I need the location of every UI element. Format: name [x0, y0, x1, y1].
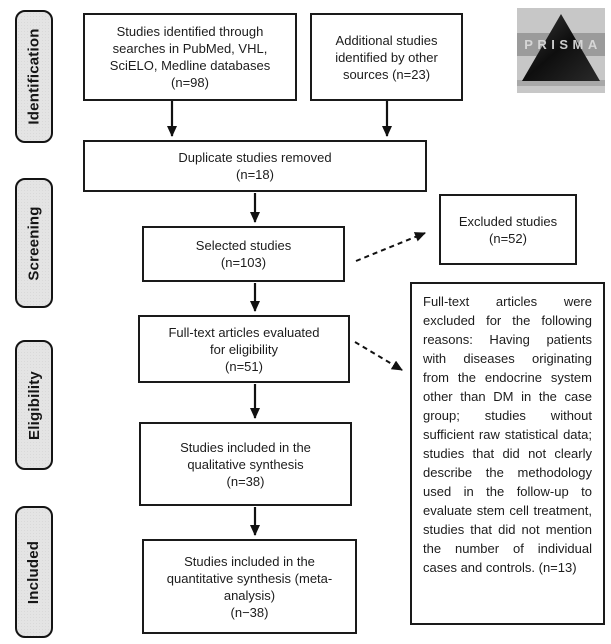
box-duplicates-removed-text: Duplicate studies removed (n=18) — [178, 150, 332, 182]
prisma-logo-text: PRISMA — [524, 37, 602, 52]
box-additional-studies: Additional studies identified by other s… — [310, 13, 463, 101]
arrow-fulltext-to-reasons-dashed — [354, 341, 403, 371]
box-excluded-studies: Excluded studies (n=52) — [439, 194, 577, 265]
arrow-selected-to-excluded-dashed — [355, 232, 426, 262]
stage-included: Included — [15, 506, 53, 638]
box-quantitative-synthesis: Studies included in the quantitative syn… — [142, 539, 357, 634]
stage-eligibility: Eligibility — [15, 340, 53, 470]
box-exclusion-reasons: Full-text articles were excluded for the… — [410, 282, 605, 625]
box-studies-identified-text: Studies identified through searches in P… — [109, 24, 271, 90]
box-duplicates-removed: Duplicate studies removed (n=18) — [83, 140, 427, 192]
stage-screening-label: Screening — [25, 205, 43, 281]
prisma-logo-band-shadow — [517, 80, 605, 86]
box-studies-identified: Studies identified through searches in P… — [83, 13, 297, 101]
stage-screening: Screening — [15, 178, 53, 308]
box-selected-studies: Selected studies (n=103) — [142, 226, 345, 282]
box-qualitative-synthesis-text: Studies included in the qualitative synt… — [180, 439, 311, 489]
stage-included-label: Included — [25, 540, 43, 604]
prisma-logo: PRISMA — [517, 8, 605, 93]
box-additional-studies-text: Additional studies identified by other s… — [335, 32, 438, 82]
box-quantitative-synthesis-text: Studies included in the quantitative syn… — [166, 553, 333, 620]
box-fulltext-evaluated-text: Full-text articles evaluated for eligibi… — [168, 324, 320, 374]
stage-eligibility-label: Eligibility — [25, 370, 43, 440]
stage-identification-label: Identification — [25, 28, 43, 125]
box-qualitative-synthesis: Studies included in the qualitative synt… — [139, 422, 352, 506]
box-excluded-studies-text: Excluded studies (n=52) — [458, 213, 558, 246]
box-fulltext-evaluated: Full-text articles evaluated for eligibi… — [138, 315, 350, 383]
box-exclusion-reasons-text: Full-text articles were excluded for the… — [423, 294, 592, 575]
prisma-logo-triangle-icon — [522, 14, 600, 81]
stage-identification: Identification — [15, 10, 53, 143]
box-selected-studies-text: Selected studies (n=103) — [195, 238, 292, 270]
